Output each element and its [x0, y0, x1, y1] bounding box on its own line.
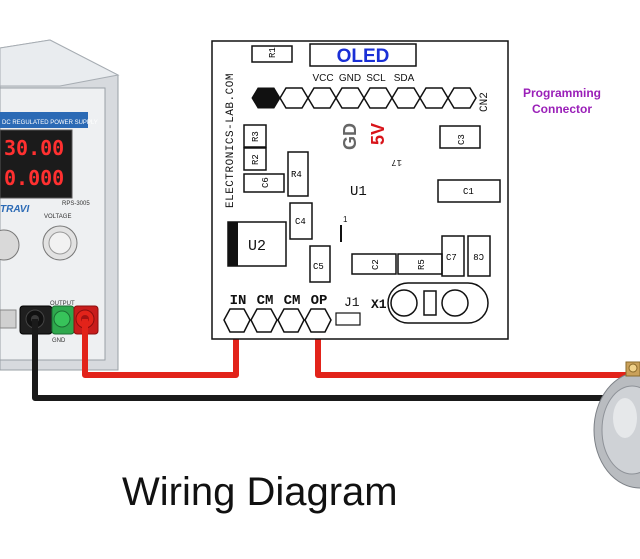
psu-header-text: DC REGULATED POWER SUPPLY	[2, 120, 98, 126]
oled-box	[309, 43, 417, 67]
component-c6	[243, 173, 285, 193]
bottom-pin-cm-1: CM	[257, 293, 274, 309]
cn2-pin-7	[419, 87, 449, 109]
psu-voltage-label: VOLTAGE	[44, 214, 71, 220]
u1-pin1-mark	[340, 225, 342, 242]
x1-label: X1	[371, 297, 387, 312]
motor	[593, 361, 640, 489]
bottom-pin-in: IN	[230, 293, 247, 309]
power-supply: DC REGULATED POWER SUPPLY 30.00 0.000 TR…	[0, 39, 120, 371]
header-pin-scl: SCL	[366, 73, 386, 84]
component-c7-label: C7	[446, 253, 457, 263]
component-r4	[287, 151, 309, 197]
cn2-pin-2	[279, 87, 309, 109]
oled-label: OLED	[337, 46, 390, 67]
cn2-pin-5	[363, 87, 393, 109]
component-x1	[387, 282, 489, 324]
header-pin-vcc: VCC	[312, 73, 333, 84]
psu-current-knob[interactable]	[0, 229, 20, 261]
power-pin-in	[223, 308, 251, 333]
gd-label: GD	[340, 123, 360, 150]
power-pin-cm-2	[277, 308, 305, 333]
component-c1-label: C1	[463, 187, 474, 197]
component-c8	[467, 235, 491, 277]
component-c4	[289, 202, 313, 240]
component-j1	[335, 312, 361, 326]
power-pin-cm-1	[250, 308, 278, 333]
psu-display-bottom: 0.000	[4, 166, 64, 190]
component-r1	[251, 45, 293, 63]
cn2-pin-3	[307, 87, 337, 109]
cn2-pin-6	[391, 87, 421, 109]
component-c8-label: C8	[473, 253, 484, 263]
five-v-label: 5V	[368, 123, 388, 145]
component-c3	[439, 125, 481, 149]
component-r2	[243, 147, 267, 171]
mirrored-label: 17	[391, 157, 402, 167]
component-r1-label: R1	[268, 47, 278, 58]
header-pin-sda: SDA	[394, 73, 415, 84]
cn2-label: CN2	[479, 92, 491, 112]
psu-display-top: 30.00	[4, 136, 64, 160]
brand-text: ELECTRONICS-LAB.COM	[225, 73, 237, 208]
component-c5	[309, 245, 331, 283]
annotation-line1: Programming	[523, 86, 601, 100]
component-c6-label: C6	[261, 177, 271, 188]
component-c7	[441, 235, 465, 277]
component-r4-label: R4	[291, 170, 302, 180]
cn2-pin-1	[251, 87, 281, 109]
component-c1	[437, 179, 501, 203]
header-pin-gnd: GND	[339, 73, 361, 84]
j1-label: J1	[344, 295, 360, 310]
diagram-title: Wiring Diagram	[122, 470, 398, 514]
psu-gnd-label: GND	[52, 338, 66, 344]
psu-display-panel	[0, 129, 73, 199]
bottom-pin-cm-2: CM	[284, 293, 301, 309]
component-r5-label: R5	[417, 259, 427, 270]
bottom-pin-op: OP	[311, 293, 328, 309]
u2-label: U2	[248, 238, 266, 255]
wire-black-ground	[32, 319, 640, 401]
pcb-board: ELECTRONICS-LAB.COM R1 OLED VCC GND SCL …	[211, 40, 509, 340]
cn2-pin-8	[447, 87, 477, 109]
component-c3-label: C3	[457, 134, 467, 145]
component-c2	[351, 253, 397, 275]
component-c5-label: C5	[313, 262, 324, 272]
component-c4-label: C4	[295, 217, 306, 227]
cn2-pin-4	[335, 87, 365, 109]
component-c2-label: C2	[371, 259, 381, 270]
component-r3	[243, 124, 267, 148]
pin-one-label: 1	[343, 215, 348, 224]
component-r2-label: R2	[251, 154, 261, 165]
psu-model: RPS-3005	[62, 201, 90, 207]
psu-brand: TRAVI	[0, 204, 29, 215]
u1-label: U1	[350, 184, 367, 200]
power-pin-op	[304, 308, 332, 333]
annotation-line2: Connector	[532, 102, 592, 116]
power-header	[223, 308, 332, 333]
wire-red-input	[82, 316, 239, 378]
psu-green-terminal[interactable]	[53, 310, 71, 328]
psu-output-label: OUTPUT	[50, 301, 75, 307]
cn2-header	[251, 87, 477, 109]
component-r3-label: R3	[251, 131, 261, 142]
